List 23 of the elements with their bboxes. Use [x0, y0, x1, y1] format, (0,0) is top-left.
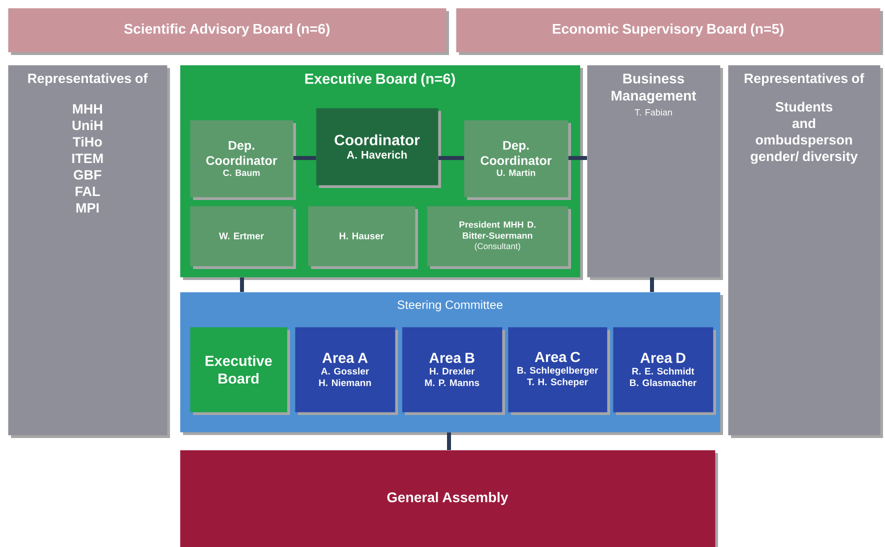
connector: [438, 156, 464, 160]
representatives-panel: Representatives of Students and ombudsperson gender/ diversity: [728, 65, 883, 438]
connector: [293, 156, 316, 160]
connector: [568, 156, 587, 160]
member-box: W. Ertmer: [190, 206, 296, 269]
member-box: Dep. Coordinator U. Martin: [464, 120, 571, 200]
management-box: Business Management T. Fabian: [587, 65, 723, 280]
member-box: President MHH D. Bitter-Suermann (Consultant): [427, 206, 571, 269]
area-box: Area A A. Gossler H. Niemann: [295, 327, 398, 415]
assembly-box: General Assembly: [180, 450, 718, 547]
coordinator-box: Coordinator A. Haverich: [316, 108, 441, 188]
area-box: Area D R. E. Schmidt B. Glasmacher: [613, 327, 716, 415]
member-box: Dep. Coordinator C. Baum: [190, 120, 296, 200]
board-box: Economic Supervisory Board (n=5): [456, 8, 883, 55]
area-box: Area B H. Drexler M. P. Manns: [402, 327, 505, 415]
connector: [447, 432, 451, 450]
connector: [650, 277, 654, 292]
board-box: Scientific Advisory Board (n=6): [8, 8, 449, 55]
member-box: H. Hauser: [308, 206, 418, 269]
representatives-panel: Representatives of MHH UniH TiHo ITEM GBF FAL MPI: [8, 65, 170, 438]
connector: [240, 277, 244, 292]
executive-board-box: Executive Board: [190, 327, 290, 415]
area-box: Area C B. Schlegelberger T. H. Scheper: [508, 327, 610, 415]
